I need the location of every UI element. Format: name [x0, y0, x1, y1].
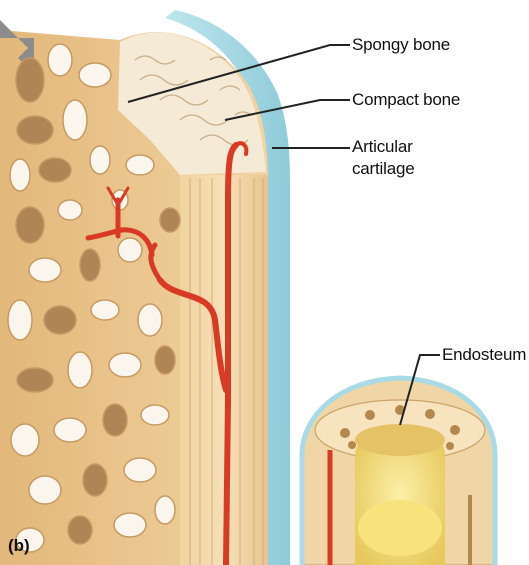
- trabecular-cavity: [44, 306, 76, 334]
- trabecular-cavity: [68, 516, 92, 544]
- trabecular-cavity: [83, 464, 107, 496]
- trabecular-cavity: [17, 368, 53, 392]
- trabecular-cavity: [118, 238, 142, 262]
- trabecular-cavity: [58, 200, 82, 220]
- trabecular-cavity: [155, 346, 175, 374]
- trabecular-cavity: [63, 100, 87, 140]
- trabecular-cavity: [54, 418, 86, 442]
- label-spongy-bone: Spongy bone: [352, 35, 450, 55]
- trabecular-cavity: [16, 207, 44, 243]
- trabecular-cavity: [39, 158, 71, 182]
- label-endosteum: Endosteum: [442, 345, 526, 365]
- trabecular-cavity: [160, 208, 180, 232]
- label-compact-bone: Compact bone: [352, 90, 460, 110]
- trabecular-cavity: [141, 405, 169, 425]
- trabecular-cavity: [48, 44, 72, 76]
- trabecular-cavity: [103, 404, 127, 436]
- trabecular-cavity: [90, 146, 110, 174]
- trabecular-cavity: [17, 116, 53, 144]
- trabecular-cavity: [11, 424, 39, 456]
- trabecular-cavity: [8, 300, 32, 340]
- trabecular-cavity: [109, 353, 141, 377]
- trabecular-cavity: [91, 300, 119, 320]
- trabecular-cavity: [124, 458, 156, 482]
- trabecular-cavity: [80, 249, 100, 281]
- trabecular-cavity: [29, 258, 61, 282]
- trabecular-cavity: [114, 513, 146, 537]
- trabecular-cavity: [126, 155, 154, 175]
- trabecular-cavity: [155, 496, 175, 524]
- trabecular-cavity: [16, 58, 44, 102]
- trabecular-cavity: [79, 63, 111, 87]
- trabecular-cavity: [138, 304, 162, 336]
- panel-label: (b): [8, 536, 30, 556]
- trabecular-cavity: [10, 159, 30, 191]
- label-articular-cartilage: Articular cartilage: [352, 136, 414, 180]
- endosteum-inset: [302, 378, 495, 565]
- trabecular-cavity: [68, 352, 92, 388]
- trabecular-cavity: [29, 476, 61, 504]
